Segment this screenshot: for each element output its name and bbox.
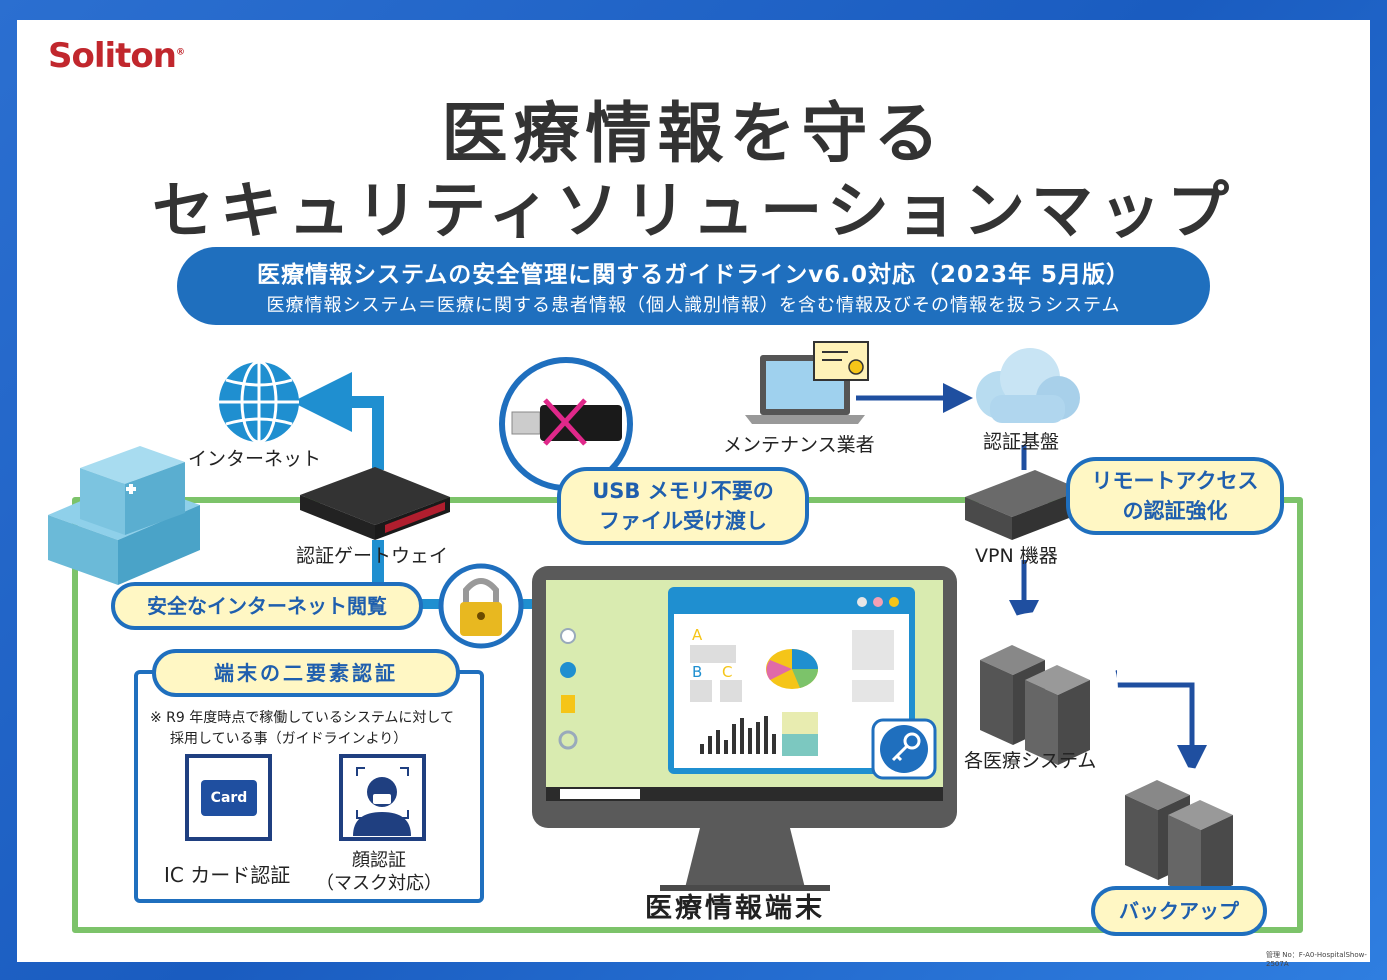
remote-pill-line1: リモートアクセス	[1091, 469, 1259, 493]
mfa-note-line1: ※ R9 年度時点で稼働しているシステムに対して	[150, 710, 455, 726]
server-backup-arrow	[1110, 682, 1207, 775]
safe-browsing-pill: 安全なインターネット閲覧	[111, 582, 423, 630]
remote-pill-line2: の認証強化	[1122, 499, 1228, 523]
logo-text: Soliton	[48, 36, 177, 76]
ic-card-label: IC カード認証	[164, 863, 291, 887]
card-text: Card	[201, 780, 257, 816]
padlock-icon	[460, 578, 502, 636]
ic-card-icon: Card	[185, 754, 272, 841]
cloud-icon	[976, 348, 1080, 423]
server-icon	[980, 645, 1090, 765]
remote-access-pill: リモートアクセス の認証強化	[1066, 457, 1284, 535]
soliton-logo: Soliton®	[48, 36, 185, 76]
face-label-line1: 顔認証	[352, 850, 406, 871]
maintenance-label: メンテナンス業者	[723, 434, 875, 456]
document-number: 管理 No：F-A0-HospitalShow-2507A	[1266, 951, 1367, 968]
certificate-icon	[813, 341, 869, 381]
monitor-icon	[532, 566, 957, 891]
page-title-line2: セキュリティソリューションマップ	[151, 174, 1236, 247]
hospital-building-icon	[48, 446, 200, 585]
mfa-note-line2: 採用している事（ガイドラインより）	[170, 731, 408, 747]
vpn-label: VPN 機器	[975, 545, 1058, 567]
internet-label: インターネット	[188, 448, 322, 470]
usb-blocked-icon	[511, 398, 622, 446]
banner-line1: 医療情報システムの安全管理に関するガイドラインv6.0対応（2023年 5月版）	[256, 262, 1131, 288]
face-label-line2: （マスク対応）	[316, 873, 442, 894]
logo-mark: ®	[175, 47, 185, 58]
gateway-internet-arrow	[292, 372, 384, 470]
gateway-appliance-icon	[300, 467, 450, 540]
globe-icon	[219, 360, 299, 444]
backup-pill: バックアップ	[1091, 886, 1267, 936]
page-title-line1: 医療情報を守る	[441, 95, 946, 172]
chart-letter-a: A	[692, 626, 703, 644]
usb-transfer-pill: USB メモリ不要の ファイル受け渡し	[557, 467, 809, 545]
server-icon	[1125, 780, 1233, 900]
vpn-appliance-icon	[965, 470, 1082, 540]
chart-letter-c: C	[722, 663, 733, 681]
chart-letter-b: B	[692, 663, 703, 681]
banner-line2: 医療情報システム＝医療に関する患者情報（個人識別情報）を含む情報及びその情報を扱…	[266, 295, 1121, 316]
key-icon	[871, 718, 937, 780]
terminal-label: 医療情報端末	[645, 893, 825, 924]
usb-pill-line2: ファイル受け渡し	[599, 509, 767, 533]
usb-pill-line1: USB メモリ不要の	[592, 479, 774, 503]
mfa-pill: 端末の二要素認証	[152, 649, 460, 697]
guideline-banner: 医療情報システムの安全管理に関するガイドラインv6.0対応（2023年 5月版）…	[177, 247, 1210, 325]
gateway-label: 認証ゲートウェイ	[296, 545, 449, 567]
auth-platform-label: 認証基盤	[983, 431, 1060, 453]
face-recognition-icon	[339, 754, 426, 841]
medical-systems-label: 各医療システム	[964, 750, 1097, 772]
